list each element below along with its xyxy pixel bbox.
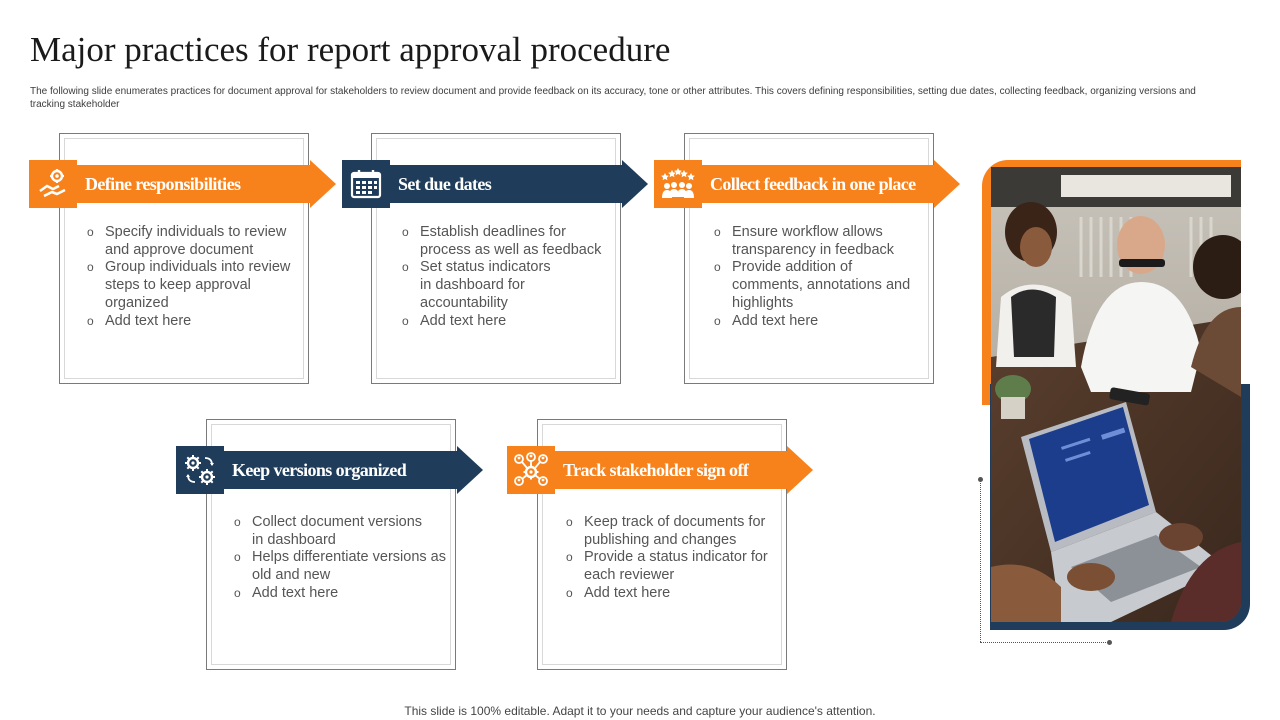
- decorative-dot: [1107, 640, 1112, 645]
- decorative-dotted-line: [980, 480, 981, 642]
- list-item: Helps differentiate versions as old and …: [234, 549, 446, 584]
- list-item: Provide a status indicator for each revi…: [566, 549, 778, 584]
- list-item: Collect document versions in dashboard: [234, 514, 446, 549]
- banner-arrow: [934, 160, 960, 208]
- list-item: Add text here: [87, 313, 302, 331]
- list-item: Add text here: [566, 585, 778, 603]
- banner-heading: Track stakeholder sign off: [555, 451, 787, 489]
- list-item: Add text here: [402, 313, 617, 331]
- list-item: Add text here: [714, 313, 926, 331]
- stakeholder-network-icon: [507, 446, 555, 494]
- handshake-gear-icon: [29, 160, 77, 208]
- banner-heading: Define responsibilities: [77, 165, 310, 203]
- list-item: Keep track of documents for publishing a…: [566, 514, 778, 549]
- banner-collect-feedback: Collect feedback in one place: [654, 160, 960, 208]
- banner-heading: Keep versions organized: [224, 451, 457, 489]
- team-meeting-photo: [991, 167, 1241, 622]
- banner-arrow: [622, 160, 648, 208]
- bullet-list: Specify individuals to review and approv…: [87, 224, 302, 330]
- calendar-icon: [342, 160, 390, 208]
- decorative-dot: [978, 477, 983, 482]
- banner-define-responsibilities: Define responsibilities: [29, 160, 336, 208]
- bullet-list: Ensure workflow allows transparency in f…: [714, 224, 926, 330]
- list-item: Group individuals into review steps to k…: [87, 259, 302, 312]
- banner-arrow: [310, 160, 336, 208]
- bullet-list: Keep track of documents for publishing a…: [566, 514, 778, 603]
- bullet-list: Establish deadlines for process as well …: [402, 224, 617, 330]
- page-title: Major practices for report approval proc…: [30, 30, 671, 69]
- banner-keep-versions: Keep versions organized: [176, 446, 483, 494]
- list-item: Ensure workflow allows transparency in f…: [714, 224, 926, 259]
- list-item: Establish deadlines for process as well …: [402, 224, 617, 259]
- list-item: Specify individuals to review and approv…: [87, 224, 302, 259]
- banner-heading: Set due dates: [390, 165, 622, 203]
- banner-set-due-dates: Set due dates: [342, 160, 648, 208]
- list-item: Add text here: [234, 585, 446, 603]
- banner-arrow: [457, 446, 483, 494]
- group-rating-icon: [654, 160, 702, 208]
- list-item: Provide addition of comments, annotation…: [714, 259, 926, 312]
- decorative-dotted-line: [980, 642, 1110, 643]
- banner-track-stakeholder: Track stakeholder sign off: [507, 446, 813, 494]
- bullet-list: Collect document versions in dashboard H…: [234, 514, 446, 603]
- gears-cycle-icon: [176, 446, 224, 494]
- footer-note: This slide is 100% editable. Adapt it to…: [404, 704, 876, 718]
- list-item: Set status indicators in dashboard for a…: [402, 259, 617, 312]
- page-subtitle: The following slide enumerates practices…: [30, 86, 1196, 110]
- banner-heading: Collect feedback in one place: [702, 165, 934, 203]
- banner-arrow: [787, 446, 813, 494]
